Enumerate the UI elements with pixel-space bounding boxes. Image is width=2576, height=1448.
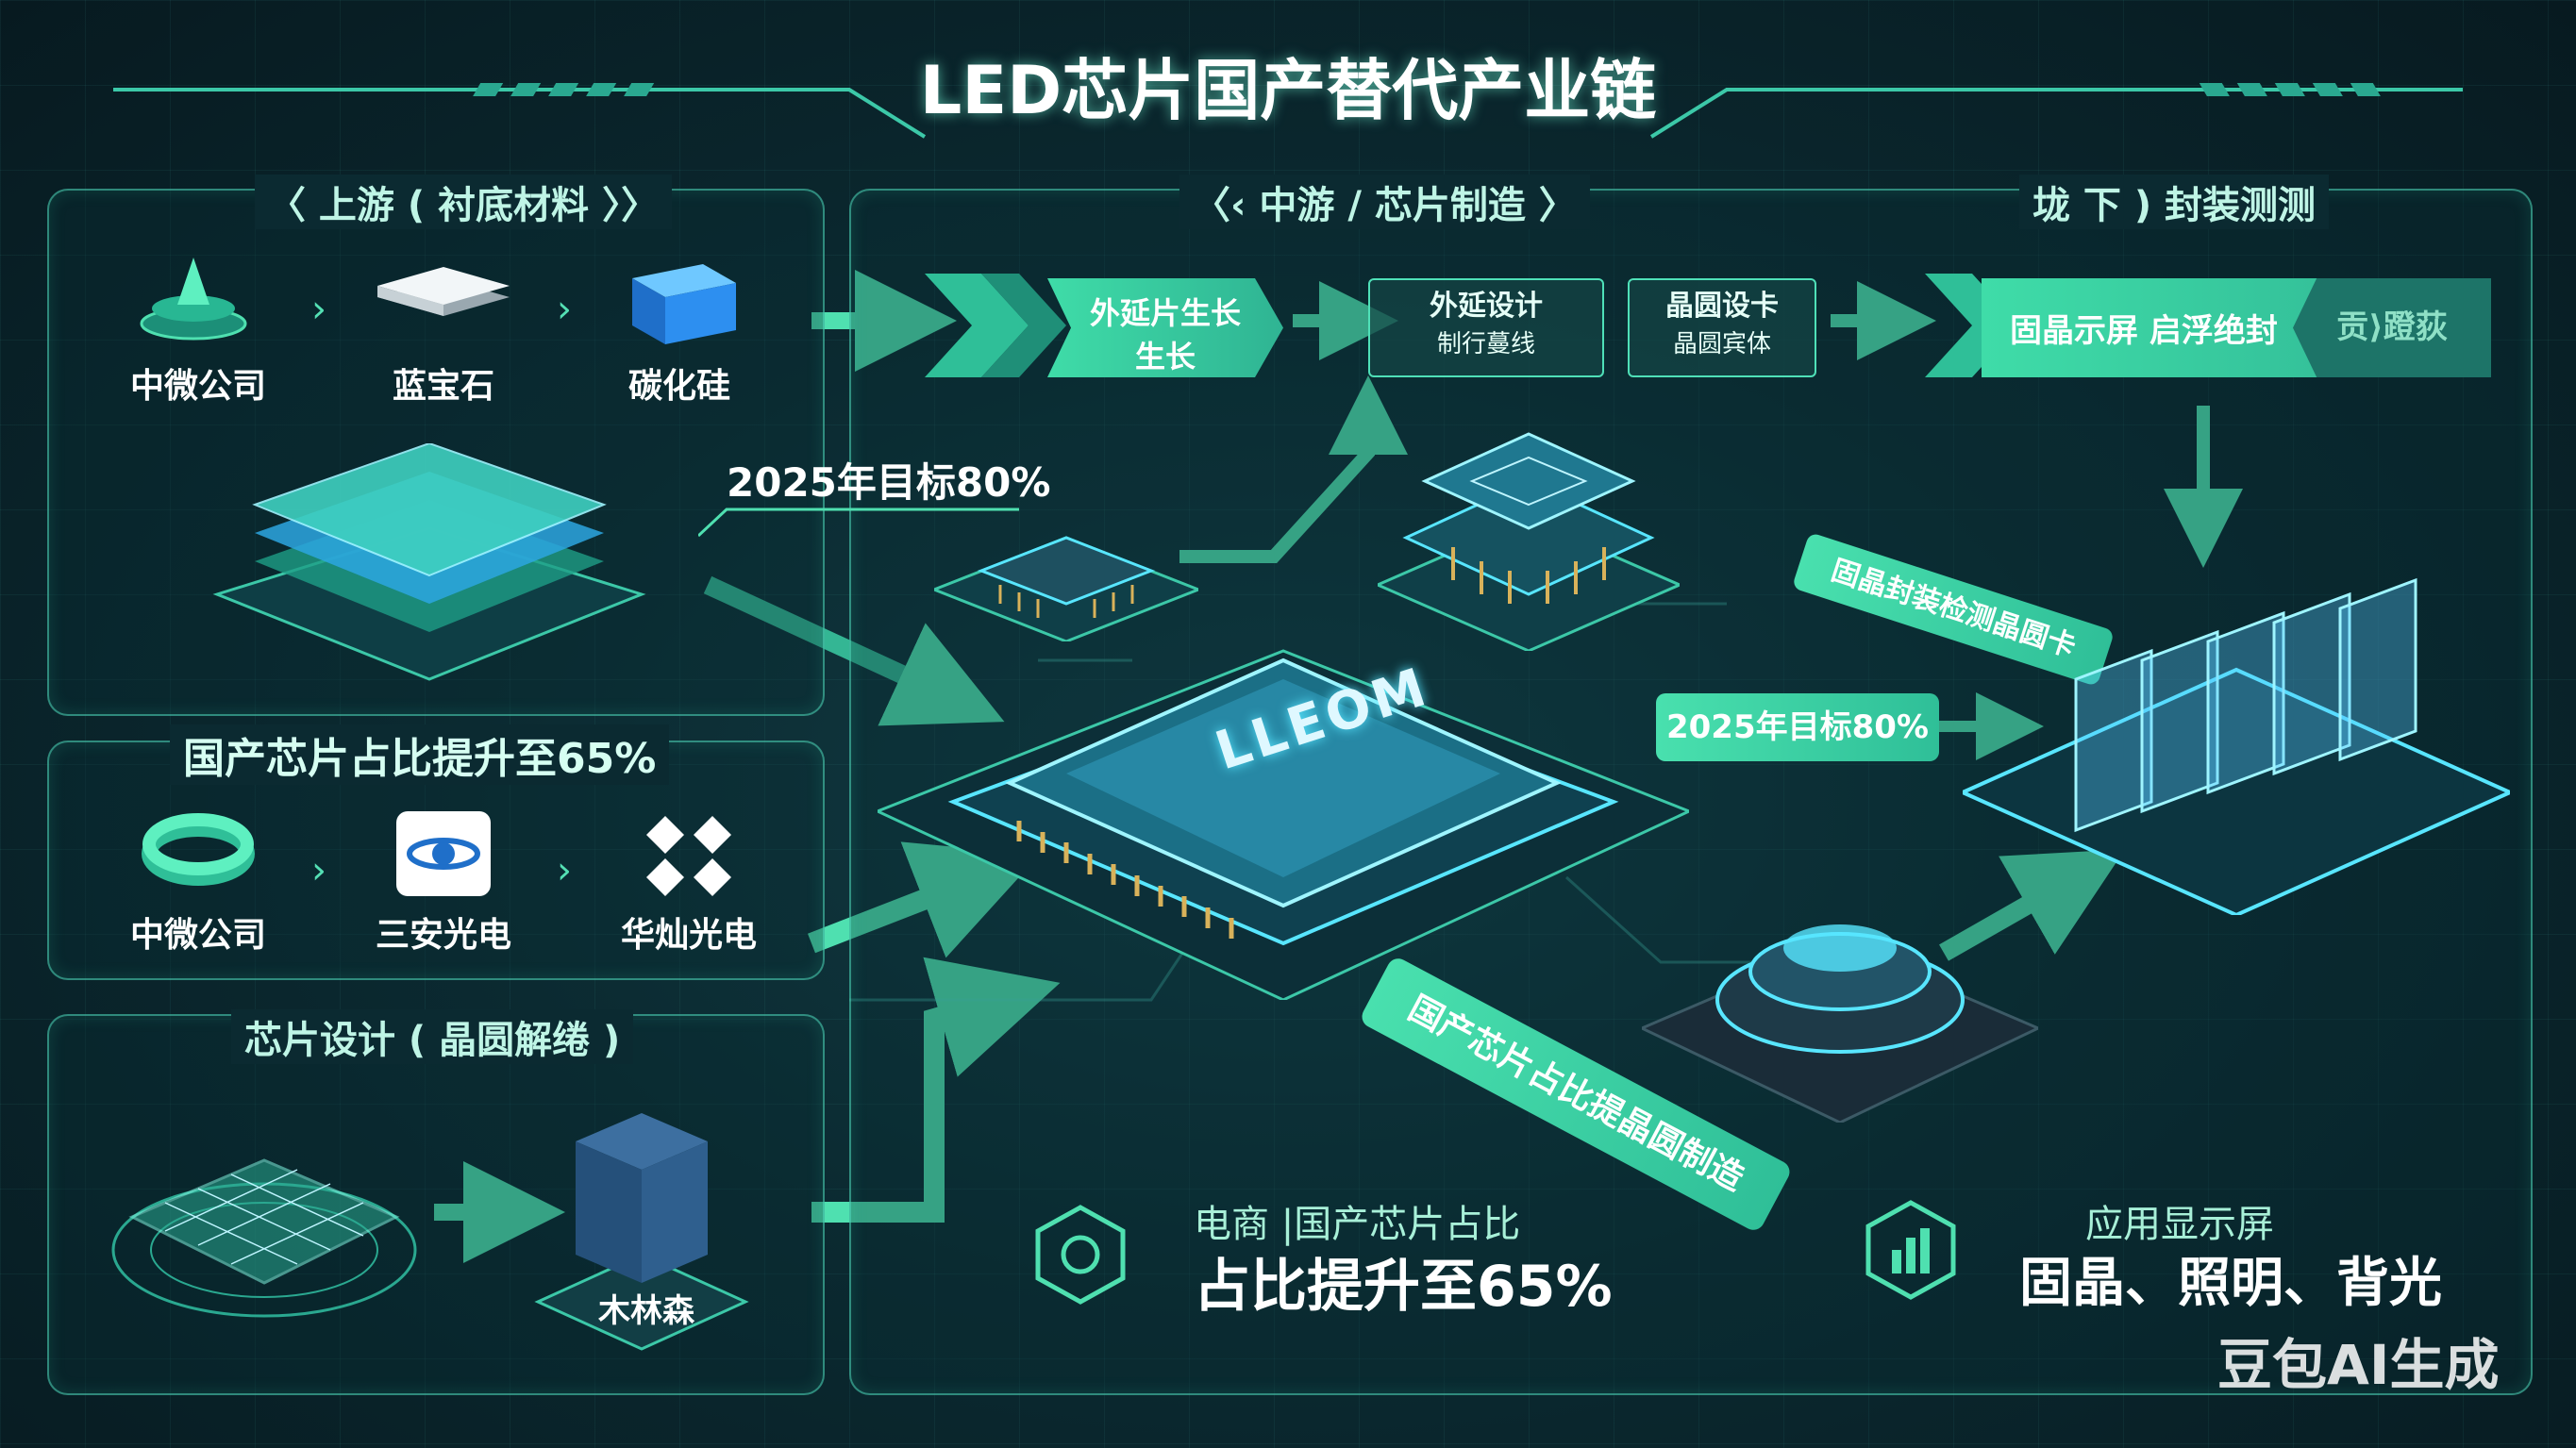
upstream-item-label-1: 中微公司 <box>113 358 283 408</box>
chip-design-item-label: 木林森 <box>566 1285 727 1331</box>
target-callout-mid: 2025年目标80% <box>1656 693 1939 761</box>
downstream-banner-tail: 贡⟩蹬荻 <box>2293 278 2491 377</box>
domestic-item-label-3: 华灿光电 <box>604 907 774 957</box>
midstream-step-2: 外延设计 制行蔓线 <box>1368 278 1604 377</box>
midstream-step-1-line1: 外延片生长 <box>1047 290 1283 333</box>
chevron-right-icon: › <box>557 849 572 892</box>
chevron-right-icon: › <box>311 288 326 331</box>
upstream-title: 〈 上游 ( 衬底材料 〉〉 <box>255 175 672 229</box>
midstream-step-3: 晶圆设卡 晶圆宾体 <box>1628 278 1816 377</box>
ring-icon <box>142 811 255 887</box>
substrate-stack-graphic <box>208 443 651 689</box>
domestic-item-label-2: 三安光电 <box>359 907 528 957</box>
small-chip-left <box>934 500 1198 641</box>
central-chip-base <box>878 623 1689 1000</box>
stats-left-icon <box>1029 1203 1132 1307</box>
midstream-step-1: 外延片生长 生长 <box>1047 278 1283 377</box>
midstream-step-3-line2: 晶圆宾体 <box>1630 325 1815 363</box>
chevron-right-icon: › <box>311 849 326 892</box>
midstream-title: 〈‹ 中游 / 芯片制造 〉 <box>1179 175 1590 229</box>
chevron-right-icon: › <box>557 288 572 331</box>
upstream-item-label-2: 蓝宝石 <box>359 358 528 408</box>
downstream-banner-main: 固晶示屏 启浮绝封 <box>2010 305 2278 351</box>
stats-right-icon <box>1859 1198 1963 1302</box>
upstream-item-label-3: 碳化硅 <box>594 358 764 408</box>
cone-icon <box>132 250 255 344</box>
downstream-title: 垅 下 ) 封装测测 <box>2019 175 2329 229</box>
midstream-step-2-line1: 外延设计 <box>1370 288 1602 325</box>
domestic-share-heading: 国产芯片占比提升至65% <box>170 724 669 785</box>
diamond-logo-icon <box>642 811 736 901</box>
small-chip-right <box>1378 406 1680 651</box>
stats-right-big: 固晶、照明、背光 <box>2019 1240 2442 1317</box>
downstream-banner: 固晶示屏 启浮绝封 贡⟩蹬荻 <box>1982 278 2491 377</box>
cube-icon <box>623 255 745 349</box>
midstream-step-1-line2: 生长 <box>1047 333 1283 376</box>
domestic-item-label-1: 中微公司 <box>113 907 283 957</box>
midstream-step-3-line1: 晶圆设卡 <box>1630 288 1815 325</box>
wafer-grid-graphic <box>104 1094 425 1330</box>
midstream-step-2-line2: 制行蔓线 <box>1370 325 1602 363</box>
chip-design-title: 芯片设计 ( 晶圆解绻 ) <box>231 1009 633 1064</box>
orbit-logo-icon <box>396 811 491 896</box>
process-chevrons <box>925 274 1066 377</box>
page-title: LED芯片国产替代产业链 <box>0 38 2576 133</box>
stats-left-big: 占比提升至65% <box>1194 1240 1613 1323</box>
display-panels-graphic <box>1963 566 2510 915</box>
watermark: 豆包AI生成 <box>2217 1321 2499 1400</box>
wafer-stack-icon <box>373 259 514 344</box>
round-device-graphic <box>1642 868 2038 1123</box>
